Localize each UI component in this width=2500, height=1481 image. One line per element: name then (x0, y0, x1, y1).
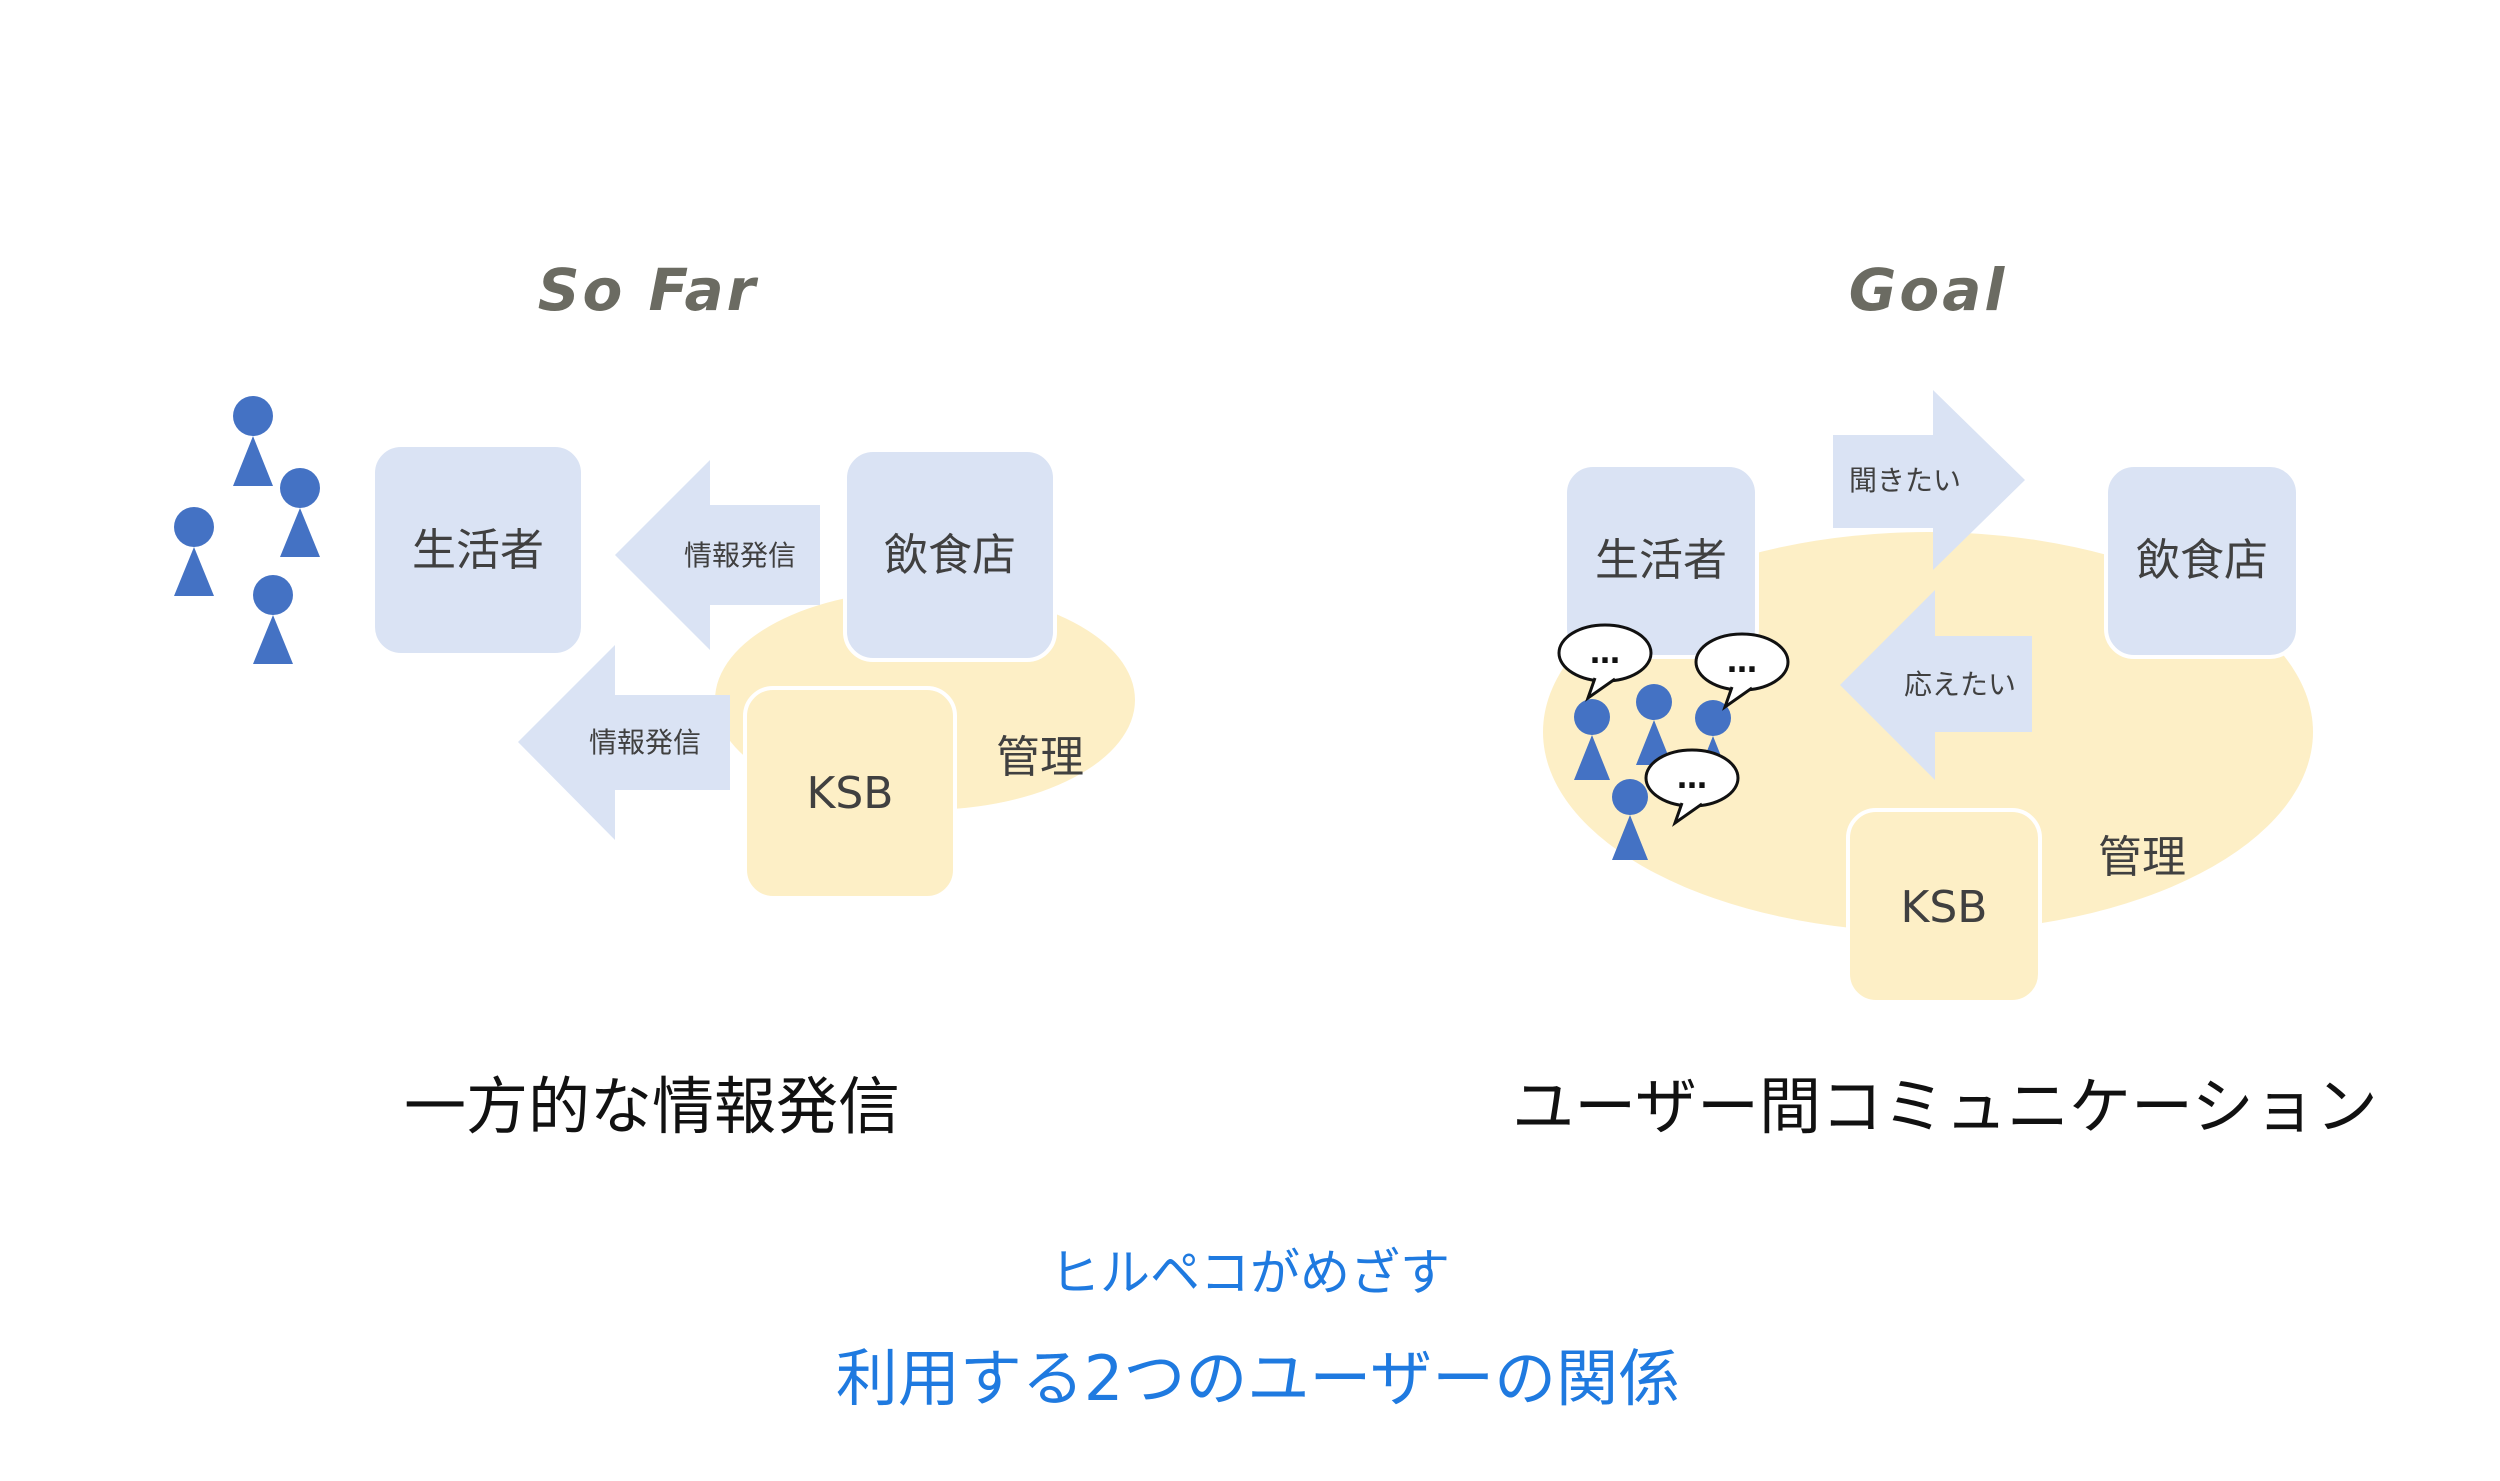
right-arrow-answer (1840, 590, 2032, 780)
left-manage-label: 管理 (996, 732, 1084, 783)
left-restaurant-box (843, 448, 1057, 662)
bottom-subtitle: ヒルペコがめざす (1050, 1244, 1450, 1302)
person-icon (1612, 779, 1648, 860)
so-far-title: So Far (538, 256, 759, 324)
left-arrow-bottom-label: 情報発信 (589, 726, 701, 759)
right-arrow-answer-label: 応えたい (1904, 668, 2016, 701)
left-arrow-top-label: 情報発信 (684, 539, 796, 572)
left-ksb-label: KSB (807, 768, 894, 819)
right-ksb-box (1846, 808, 2042, 1004)
speech-bubble-icon: … (1694, 632, 1790, 711)
svg-text:…: … (1727, 645, 1757, 680)
right-arrow-ask (1833, 390, 2025, 570)
so-far-panel: So Far 情報発信 情報発信 生活者 飲食店 KSB 管理 (174, 256, 1135, 1143)
right-caption: ユーザー間コミュニケーション (1512, 1070, 2378, 1143)
left-consumer-box (371, 443, 585, 657)
speech-bubble-icon: … (1644, 748, 1740, 827)
svg-text:…: … (1590, 636, 1620, 671)
left-consumer-label: 生活者 (412, 525, 544, 576)
right-arrow-ask-label: 聞きたい (1849, 464, 1961, 497)
left-arrow-top (615, 460, 820, 650)
left-arrow-bottom (518, 645, 730, 840)
right-restaurant-label: 飲食店 (2136, 535, 2268, 586)
person-icon (253, 575, 293, 664)
person-icon (1636, 684, 1672, 765)
person-icon (233, 396, 273, 486)
goal-panel: Goal 聞きたい 応えたい 生活者 飲食店 KSB 管理 (1512, 256, 2378, 1143)
right-consumer-label: 生活者 (1595, 535, 1727, 586)
left-caption: 一方的な情報発信 (404, 1070, 900, 1143)
bottom-title: 利用する2つのユーザーの関係 (836, 1342, 1680, 1415)
left-restaurant-label: 飲食店 (884, 530, 1016, 581)
left-ksb-box (743, 686, 957, 900)
right-restaurant-box (2104, 463, 2300, 659)
person-icon (174, 507, 214, 596)
svg-text:…: … (1677, 761, 1707, 796)
person-icon (1574, 699, 1610, 780)
right-consumer-box (1563, 463, 1759, 659)
right-manage-label: 管理 (2098, 832, 2186, 883)
right-ksb-label: KSB (1901, 882, 1988, 933)
person-icon (280, 468, 320, 557)
goal-title: Goal (1849, 256, 2007, 324)
speech-bubble-icon: … (1557, 623, 1653, 702)
